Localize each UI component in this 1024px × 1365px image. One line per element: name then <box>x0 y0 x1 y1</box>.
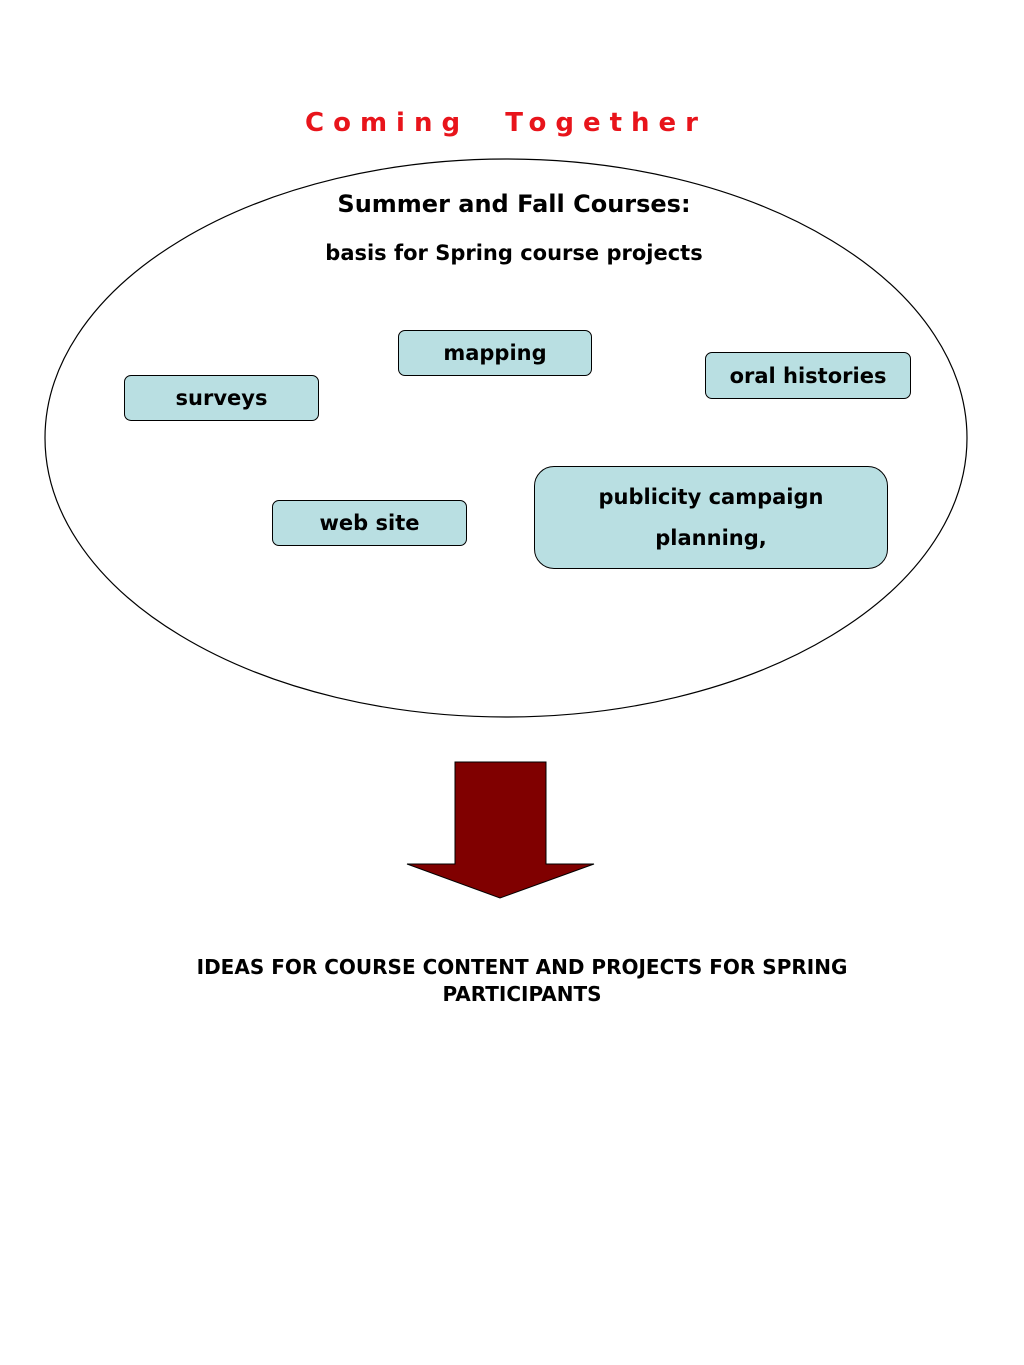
node-publicity-line-1: publicity campaign <box>598 484 824 509</box>
course-cluster-ellipse <box>44 158 968 718</box>
outcome-line-1: IDEAS FOR COURSE CONTENT AND PROJECTS FO… <box>196 955 848 979</box>
down-arrow-shape <box>406 761 595 899</box>
page-title: Coming Together <box>305 108 707 138</box>
node-mapping: mapping <box>398 330 592 376</box>
node-oral-histories: oral histories <box>705 352 911 399</box>
cluster-subheading: basis for Spring course projects <box>325 241 703 265</box>
down-arrow <box>406 761 595 899</box>
cluster-heading-text: Summer and Fall Courses: <box>337 190 691 218</box>
node-surveys: surveys <box>124 375 319 421</box>
outcome-line-2: PARTICIPANTS <box>442 982 602 1006</box>
outcome-text: IDEAS FOR COURSE CONTENT AND PROJECTS FO… <box>112 954 932 1008</box>
node-publicity-line-2: planning, <box>655 525 767 550</box>
node-web-site: web site <box>272 500 467 546</box>
node-publicity-campaign: publicity campaign planning, <box>534 466 888 569</box>
cluster-heading: Summer and Fall Courses: <box>214 190 814 218</box>
